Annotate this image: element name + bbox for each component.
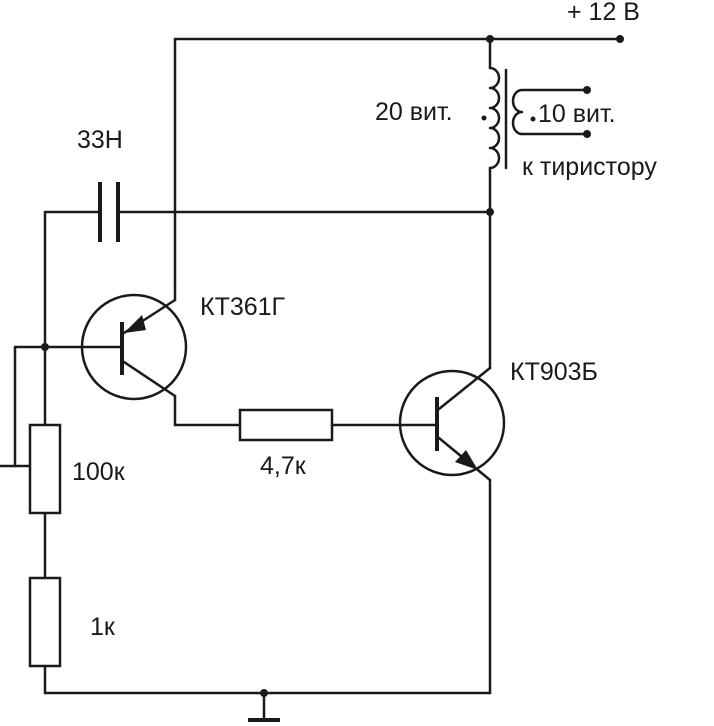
secondary-turns-label: 10 вит. [538, 100, 616, 128]
capacitor-label: 33Н [77, 126, 123, 154]
q2-collector [437, 366, 492, 411]
supply-rail [173, 35, 624, 287]
base-resistor-label: 4,7к [260, 452, 307, 480]
transistor-q1 [80, 283, 242, 427]
primary-turns-label: 20 вит. [375, 98, 453, 126]
secondary-terminal [583, 130, 591, 138]
transformer [481, 37, 591, 214]
q1-collector [122, 360, 177, 398]
emitter-arrow [455, 450, 478, 470]
base-resistor [238, 408, 437, 442]
thyristor-output-label: к тиристору [522, 153, 657, 181]
winding-start-dot [530, 116, 536, 122]
ground-rail [43, 689, 492, 722]
secondary-winding [511, 88, 524, 136]
emitter-arrow [124, 315, 146, 333]
supply-terminal [616, 35, 624, 43]
left-branch [0, 210, 122, 695]
secondary-terminal [583, 86, 591, 94]
bottom-resistor-label: 1к [90, 613, 116, 641]
potentiometer-label: 100к [72, 458, 126, 486]
supply-label: + 12 В [567, 0, 640, 26]
bottom-resistor [28, 576, 62, 668]
capacitor-branch [43, 182, 494, 242]
transistor-q2 [398, 210, 506, 695]
q1-label: КТ361Г [200, 293, 286, 321]
winding-start-dot [481, 115, 487, 121]
primary-winding [488, 66, 501, 170]
potentiometer [28, 423, 62, 515]
q2-label: КТ903Б [510, 358, 598, 386]
